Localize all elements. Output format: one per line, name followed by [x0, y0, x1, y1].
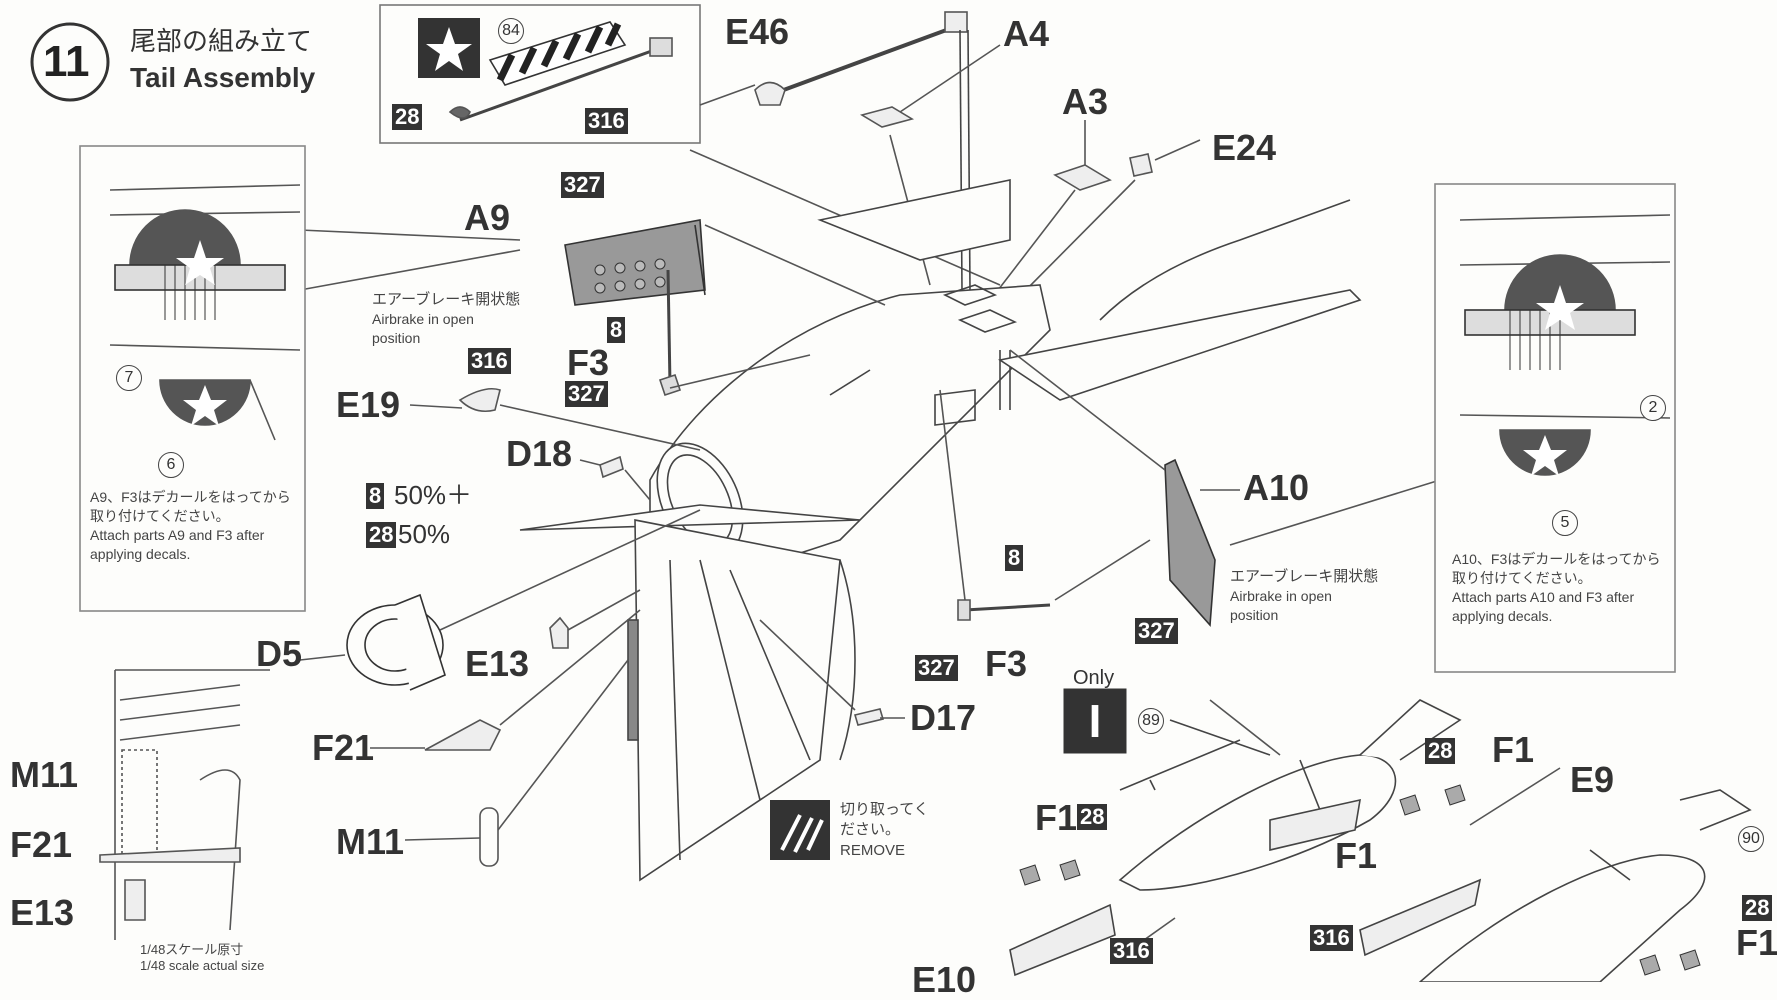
paint-316-e19: 316	[468, 348, 511, 374]
right-note-ja: A10、F3はデカールをはってから取り付けてください。	[1452, 551, 1661, 586]
label-f21: F21	[312, 727, 375, 768]
fuselage-tail	[519, 179, 1362, 882]
right-note-en: Attach parts A10 and F3 after applying d…	[1452, 588, 1635, 624]
left-note-ja: A9、F3はデカールをはってから取り付けてください。	[90, 489, 291, 524]
label-f3-mid: F3	[985, 643, 1028, 684]
label-e19: E19	[336, 384, 401, 425]
decal-6: 6	[158, 452, 184, 478]
label-e13: E13	[465, 643, 530, 684]
label-e46: E46	[725, 11, 790, 52]
paint-28-f1b: 28	[1425, 738, 1456, 764]
only-badge: I	[1065, 690, 1125, 752]
mix-line-2: 50%	[398, 519, 451, 549]
scale-note: 1/48スケール原寸 1/48 scale actual size	[140, 942, 265, 974]
paint-28-right: 28	[1742, 895, 1773, 921]
exhaust-d5	[346, 593, 446, 691]
decal-90: 90	[1738, 826, 1764, 852]
paint-327-a10: 327	[1135, 618, 1178, 644]
paint-8-mix: 8	[366, 483, 385, 509]
paint-28-mix: 28	[366, 522, 397, 548]
paint-28-inset: 28	[392, 104, 423, 130]
airbrake-a9	[564, 219, 706, 306]
scale-inset-drawing	[99, 669, 270, 940]
striped-hook	[488, 21, 627, 86]
paint-327-f3: 327	[565, 381, 608, 407]
label-a9: A9	[464, 197, 511, 238]
airbrake-note-left: エアーブレーキ開状態 Airbrake in open position	[372, 291, 521, 347]
label-inset-f21: F21	[10, 824, 73, 865]
label-inset-e13: E13	[10, 892, 75, 933]
title-en: Tail Assembly	[130, 62, 316, 93]
decal-89: 89	[1138, 708, 1164, 734]
label-a10: A10	[1243, 467, 1310, 508]
label-e24: E24	[1212, 127, 1277, 168]
airbrake-a10	[1164, 458, 1216, 627]
label-d18: D18	[506, 433, 573, 474]
paint-327-a9: 327	[561, 172, 604, 198]
label-f1-a: F1	[1035, 797, 1078, 838]
right-detail-drawing	[1434, 183, 1676, 673]
label-f1-b: F1	[1335, 835, 1378, 876]
label-d5: D5	[256, 633, 303, 674]
label-m11: M11	[336, 821, 405, 862]
decal-7: 7	[116, 365, 142, 391]
decal-2: 2	[1640, 395, 1666, 421]
drop-tank-1	[1118, 699, 1462, 891]
step-number: 11	[43, 37, 90, 86]
label-d17: D17	[910, 697, 977, 738]
label-inset-m11: M11	[10, 754, 79, 795]
remove-icon	[770, 800, 830, 860]
label-f1-d: F1	[1736, 922, 1777, 963]
airbrake-note-right: エアーブレーキ開状態 Airbrake in open position	[1230, 568, 1379, 624]
label-f1-c: F1	[1492, 729, 1535, 770]
inset-box-top	[379, 4, 701, 144]
paint-316-right: 316	[1310, 925, 1353, 951]
drop-tank-2	[1009, 779, 1752, 982]
label-e9: E9	[1570, 759, 1615, 800]
title-ja: 尾部の組み立て	[130, 26, 313, 56]
paint-316-inset: 316	[585, 108, 628, 134]
paint-316-bottom: 316	[1110, 938, 1153, 964]
label-a3: A3	[1062, 81, 1109, 122]
right-panel-note: A10、F3はデカールをはってから取り付けてください。 Attach parts…	[1452, 550, 1667, 626]
mix-line-1: 50%＋	[394, 480, 473, 510]
left-panel-note: A9、F3はデカールをはってから取り付けてください。 Attach parts …	[90, 488, 300, 564]
paint-28-f1: 28	[1077, 804, 1108, 830]
decal-84: 84	[498, 18, 524, 44]
decal-5: 5	[1552, 510, 1578, 536]
label-f3-top: F3	[567, 342, 610, 383]
only-label: Only	[1073, 667, 1115, 689]
paint-327-mid: 327	[915, 655, 958, 681]
paint-8-top: 8	[607, 317, 626, 343]
left-note-en: Attach parts A9 and F3 after applying de…	[90, 526, 265, 562]
step-circle	[30, 22, 110, 102]
paint-8-mid: 8	[1005, 545, 1024, 571]
label-e10: E10	[912, 959, 977, 1000]
remove-note: 切り取ってください。 REMOVE	[840, 801, 929, 859]
label-a4: A4	[1003, 13, 1050, 54]
